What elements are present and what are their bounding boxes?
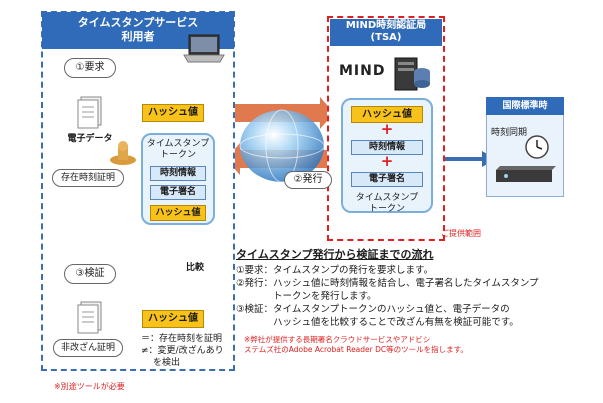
tsa-title-line2: (TSA) xyxy=(370,32,402,43)
service-note-2: ステムズ社のAdobe Acrobat Reader DC等のツールを指します。 xyxy=(244,345,468,354)
clock-icon xyxy=(525,135,549,159)
service-note-1: ※弊社が提供する長期署名クラウドサービスやアドビシ xyxy=(244,335,431,344)
verification-result: ＝：存在時刻を証明 ≠：変更/改ざんあり を検出 xyxy=(141,333,224,369)
token-title-line2: トークン xyxy=(159,150,196,160)
result-not-equal: ≠：変更/改ざんあり xyxy=(141,346,224,356)
hash-value-top: ハッシュ値 xyxy=(142,104,204,122)
step2-issue-label: ②発行 xyxy=(284,171,332,189)
existence-proof-label: 存在時刻証明 xyxy=(52,169,124,187)
document-icon-verify xyxy=(77,301,102,334)
device-icon xyxy=(496,166,556,182)
footnote-tool: ※別途ツールが必要 xyxy=(54,382,125,391)
step1-request-label: ①要求 xyxy=(64,58,116,78)
tsa-hash: ハッシュ値 xyxy=(351,106,423,123)
step3-verify-label: ③検証 xyxy=(64,264,116,284)
tamper-proof-label: 非改ざん証明 xyxy=(53,339,123,357)
tsa-signature: 電子署名 xyxy=(351,172,423,187)
user-panel-title-line2: 利用者 xyxy=(121,30,155,43)
tsa-title-line1: MIND時刻認証局 xyxy=(345,20,427,31)
document-icon xyxy=(77,96,102,129)
service-note: ※弊社が提供する長期署名クラウドサービスやアドビシ ステムズ社のAdobe Ac… xyxy=(244,335,468,355)
scope-label: ご提供範囲 xyxy=(441,229,481,238)
tsa-panel-header: MIND時刻認証局 (TSA) xyxy=(330,19,442,46)
server-icon xyxy=(394,57,430,91)
tsa-caption: タイムスタンプ トークン xyxy=(341,193,433,215)
flow-heading: タイムスタンプ発行から検証までの流れ xyxy=(236,248,434,261)
globe-icon xyxy=(239,109,325,183)
flow-line-2b: トークンを発行します。 xyxy=(273,291,377,302)
result-equal: ＝：存在時刻を証明 xyxy=(141,334,223,344)
mind-logo: MIND xyxy=(339,63,386,79)
time-sync-label: 時刻同期 xyxy=(491,128,528,138)
flow-line-3a: ③検証：タイムスタンプトークンのハッシュ値と、電子データの xyxy=(236,304,510,315)
token-hash: ハッシュ値 xyxy=(150,205,206,221)
electronic-data-label: 電子データ xyxy=(67,134,113,144)
stamp-icon xyxy=(110,141,136,165)
token-title-line1: タイムスタンプ xyxy=(146,139,210,149)
tsa-caption-line1: タイムスタンプ xyxy=(355,193,419,203)
result-not-equal-2: を検出 xyxy=(153,358,181,368)
plus-icon-2: + xyxy=(380,152,394,170)
national-time-title: 国際標準時 xyxy=(486,97,564,115)
flow-line-2a: ②発行：ハッシュ値に時刻情報を結合し、電子署名したタイムスタンプ xyxy=(236,278,539,289)
laptop-icon xyxy=(183,34,225,63)
flow-description: ①要求：タイムスタンプの発行を要求します。 ②発行：ハッシュ値に時刻情報を結合し… xyxy=(236,264,539,329)
tsa-time-info: 時刻情報 xyxy=(351,140,423,155)
flow-line-1: ①要求：タイムスタンプの発行を要求します。 xyxy=(236,265,434,276)
compare-label: 比較 xyxy=(186,263,205,273)
token-title: タイムスタンプ トークン xyxy=(141,139,215,161)
plus-icon-1: + xyxy=(380,120,394,138)
token-signature: 電子署名 xyxy=(150,185,206,200)
tsa-caption-line2: トークン xyxy=(368,204,405,214)
hash-value-bottom: ハッシュ値 xyxy=(142,310,204,328)
token-time-info: 時刻情報 xyxy=(150,166,206,181)
user-panel-title-line1: タイムスタンプサービス xyxy=(77,16,199,29)
flow-line-3b: ハッシュ値を比較することで改ざん有無を検証可能です。 xyxy=(273,317,519,328)
